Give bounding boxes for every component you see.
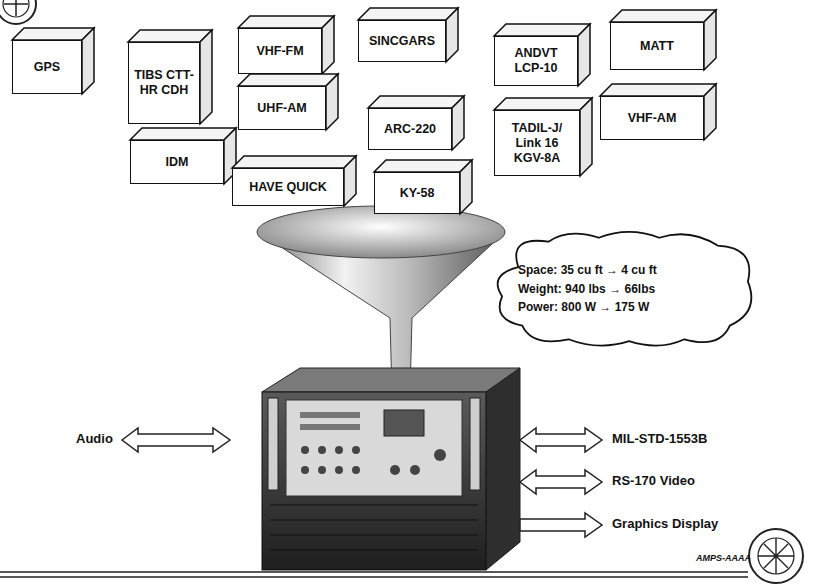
box-top-face	[128, 30, 212, 42]
vhf-am-box: VHF-AM	[600, 96, 704, 140]
box-top-face	[358, 8, 458, 20]
box-side-face	[452, 96, 464, 150]
box-side-face	[704, 10, 716, 70]
box-side-face	[446, 8, 458, 62]
box-label: KY-58	[400, 186, 435, 201]
box-side-face	[82, 28, 94, 94]
audio-arrow	[122, 428, 230, 452]
box-depth	[238, 74, 338, 130]
box-label: GPS	[34, 60, 60, 75]
box-side-face	[200, 30, 212, 124]
box-depth	[238, 16, 334, 74]
io-label: RS-170 Video	[612, 473, 695, 488]
link16-box: TADIL-J/ Link 16 KGV-8A	[494, 110, 580, 176]
box-side-face	[578, 24, 590, 86]
box-label: MATT	[640, 39, 674, 54]
box-depth	[494, 98, 592, 176]
have-quick-box: HAVE QUICK	[232, 168, 344, 206]
uhf-am-box: UHF-AM	[238, 86, 326, 130]
box-depth	[12, 28, 94, 94]
box-side-face	[704, 84, 716, 140]
box-depth	[600, 84, 716, 140]
logo-emblem	[0, 0, 36, 24]
box-depth	[494, 24, 590, 86]
savings-cloud: Space: 35 cu ft → 4 cu ftWeight: 940 lbs…	[488, 228, 760, 350]
io-label: Graphics Display	[612, 516, 718, 531]
savings-text: Power: 800 W → 175 W	[518, 298, 649, 317]
box-top-face	[130, 128, 236, 140]
box-side-face	[322, 16, 334, 74]
box-label: ANDVT LCP-10	[500, 46, 572, 76]
savings-text: Weight: 940 lbs → 66lbs	[518, 280, 655, 299]
box-side-face	[460, 160, 472, 214]
radio-unit	[262, 368, 520, 570]
box-top-face	[374, 160, 472, 172]
organization-mark: AMPS-AAAA	[696, 553, 751, 563]
io-arrows	[122, 428, 602, 537]
box-top-face	[238, 16, 334, 28]
gps-box: GPS	[12, 40, 82, 94]
box-side-face	[580, 98, 592, 176]
box-top-face	[610, 10, 716, 22]
box-label: ARC-220	[384, 122, 436, 137]
box-label: TIBS CTT-HR CDH	[134, 68, 194, 98]
funnel	[257, 206, 505, 395]
box-depth	[232, 156, 356, 206]
arc-220-box: ARC-220	[368, 108, 452, 150]
box-label: VHF-FM	[256, 44, 303, 59]
cloud-shape	[498, 232, 752, 346]
ky-58-box: KY-58	[374, 172, 460, 214]
tibs-box: TIBS CTT-HR CDH	[128, 42, 200, 124]
box-label: UHF-AM	[257, 101, 306, 116]
box-top-face	[494, 24, 590, 36]
box-depth	[368, 96, 464, 150]
video-arrow	[520, 470, 602, 494]
box-depth	[358, 8, 458, 62]
box-side-face	[326, 74, 338, 130]
box-label: VHF-AM	[628, 111, 677, 126]
vhf-fm-box: VHF-FM	[238, 28, 322, 74]
box-top-face	[368, 96, 464, 108]
box-label: IDM	[166, 155, 189, 170]
box-depth	[130, 128, 236, 184]
bus-arrow	[520, 428, 602, 452]
box-label: TADIL-J/ Link 16 KGV-8A	[500, 121, 574, 166]
matt-box: MATT	[610, 22, 704, 70]
display-arrow	[520, 513, 602, 537]
savings-text: Space: 35 cu ft → 4 cu ft	[518, 261, 657, 280]
box-top-face	[238, 74, 338, 86]
box-label: HAVE QUICK	[249, 180, 327, 195]
box-top-face	[494, 98, 592, 110]
idm-box: IDM	[130, 140, 224, 184]
io-label: Audio	[76, 431, 113, 446]
box-depth	[610, 10, 716, 70]
logo-emblem	[0, 529, 803, 583]
box-label: SINCGARS	[369, 34, 435, 49]
andvt-box: ANDVT LCP-10	[494, 36, 578, 86]
sincgars-box: SINCGARS	[358, 20, 446, 62]
box-side-face	[344, 156, 356, 206]
box-top-face	[232, 156, 356, 168]
box-depth	[128, 30, 212, 124]
io-label: MIL-STD-1553B	[612, 431, 707, 446]
box-top-face	[600, 84, 716, 96]
box-depth	[374, 160, 472, 214]
box-top-face	[12, 28, 94, 40]
